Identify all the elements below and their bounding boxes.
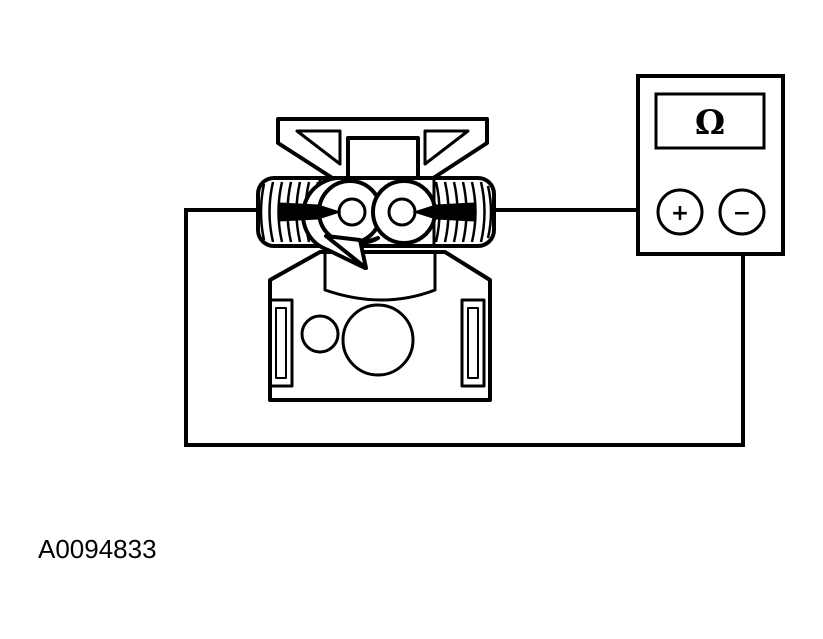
positive-terminal-label: +: [671, 201, 689, 226]
large-housing-hole: [341, 303, 415, 377]
ohmmeter: Ω + −: [636, 74, 785, 256]
figure-id: A0094833: [38, 534, 157, 564]
probe-tip-right: [412, 202, 475, 222]
ohmmeter-display: [654, 92, 766, 150]
circuit-wiring: [184, 208, 745, 447]
negative-terminal: [718, 188, 766, 236]
left-side-slot: [268, 298, 294, 388]
terminal-pin-left: [337, 197, 367, 227]
small-housing-hole: [300, 314, 340, 354]
ohm-symbol: Ω: [695, 103, 725, 143]
housing-inner-arc: [323, 250, 437, 302]
latch-left-window: [295, 129, 342, 166]
negative-terminal-label: −: [733, 201, 751, 226]
right-side-slot: [460, 298, 486, 388]
terminal-pin-right: [387, 197, 417, 227]
connector-component: [256, 117, 496, 402]
meter-probes: [279, 202, 475, 222]
positive-terminal: [656, 188, 704, 236]
latch-right-window: [423, 129, 470, 166]
probe-tip-left: [279, 202, 342, 222]
negative-lead-wire: [184, 208, 745, 447]
cavity-key-tab: [324, 234, 368, 270]
